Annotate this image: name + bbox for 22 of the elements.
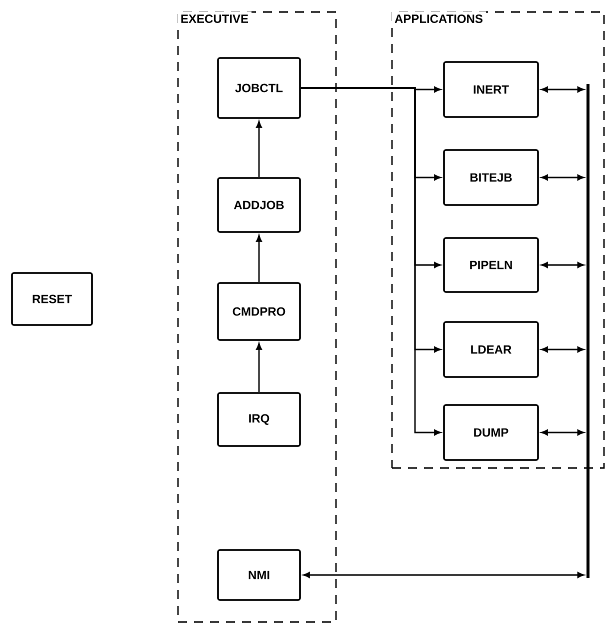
arrow [256,343,262,392]
arrow [541,430,584,436]
arrow [541,174,584,180]
arrow [256,235,262,282]
process-box: RESET [11,272,93,326]
process-box: CMDPRO [217,282,301,341]
process-box: INERT [443,61,539,118]
process-box: DUMP [443,404,539,461]
bus-line [586,84,590,578]
arrow [541,346,584,352]
arrow [303,572,584,578]
process-box: JOBCTL [217,57,301,119]
process-box: BITEJB [443,149,539,206]
process-box: ADDJOB [217,177,301,233]
process-box: PIPELN [443,237,539,293]
process-box: IRQ [217,392,301,447]
arrow [300,87,442,436]
arrow [541,86,584,92]
arrow [256,121,262,178]
arrow [541,262,584,268]
process-box: LDEAR [443,321,539,378]
process-box: NMI [217,549,301,601]
